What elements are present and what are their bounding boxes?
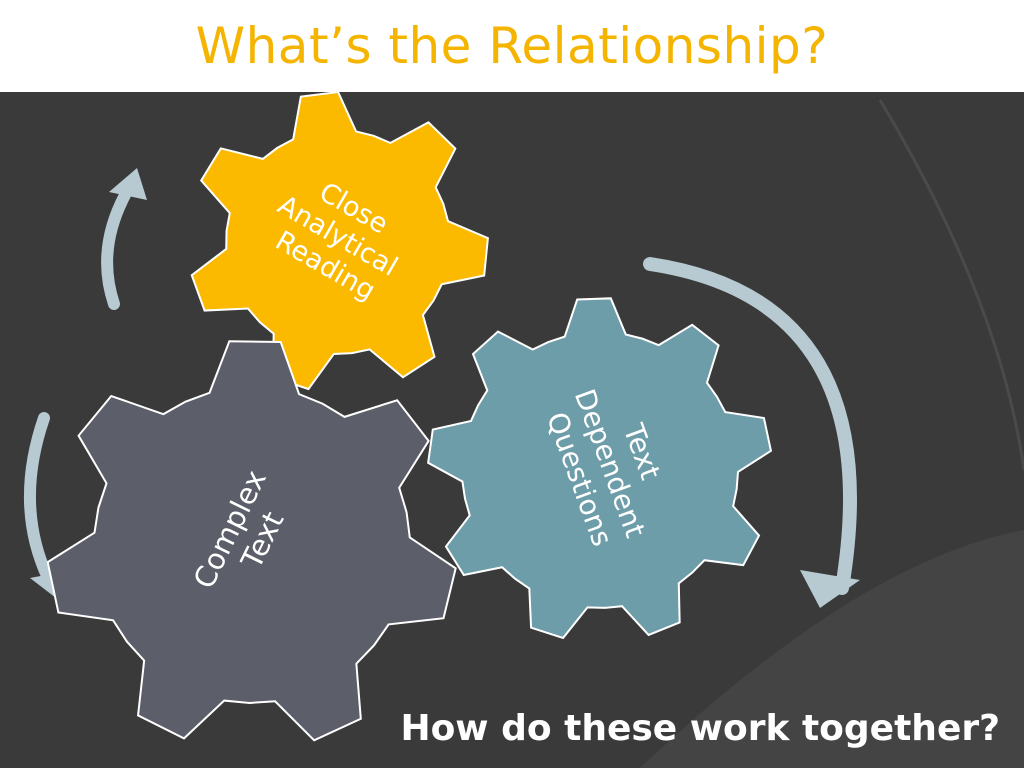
- background-swoosh: [640, 530, 1024, 768]
- svg-text:Text Dependent: Text Dependent Questions: [536, 373, 687, 562]
- label-text-dependent: Text Dependent Questions: [536, 373, 687, 562]
- cycle-arrow-top-left: [101, 189, 131, 310]
- gear-shape-text-dependent: [427, 297, 773, 640]
- slide-footer-question: How do these work together?: [400, 707, 1000, 749]
- diagram-background: Close Analytical Reading Text Dependent …: [0, 92, 1024, 768]
- gear-diagram: Close Analytical Reading Text Dependent …: [23, 92, 1024, 768]
- cycle-arrow-left: [23, 412, 54, 584]
- cycle-arrow-right: [643, 257, 857, 595]
- gear-text-dependent-questions: [427, 297, 773, 640]
- gear-close-analytical-reading: [190, 92, 489, 391]
- background-arc: [878, 99, 1024, 471]
- arrowhead-right: [800, 570, 860, 608]
- arrowhead-top-left: [109, 168, 147, 200]
- slide-title: What’s the Relationship?: [195, 17, 829, 75]
- gear-shape-complex-text: [46, 340, 457, 742]
- gear-complex-text: [46, 340, 457, 742]
- gear-shape-close-reading: [190, 92, 489, 391]
